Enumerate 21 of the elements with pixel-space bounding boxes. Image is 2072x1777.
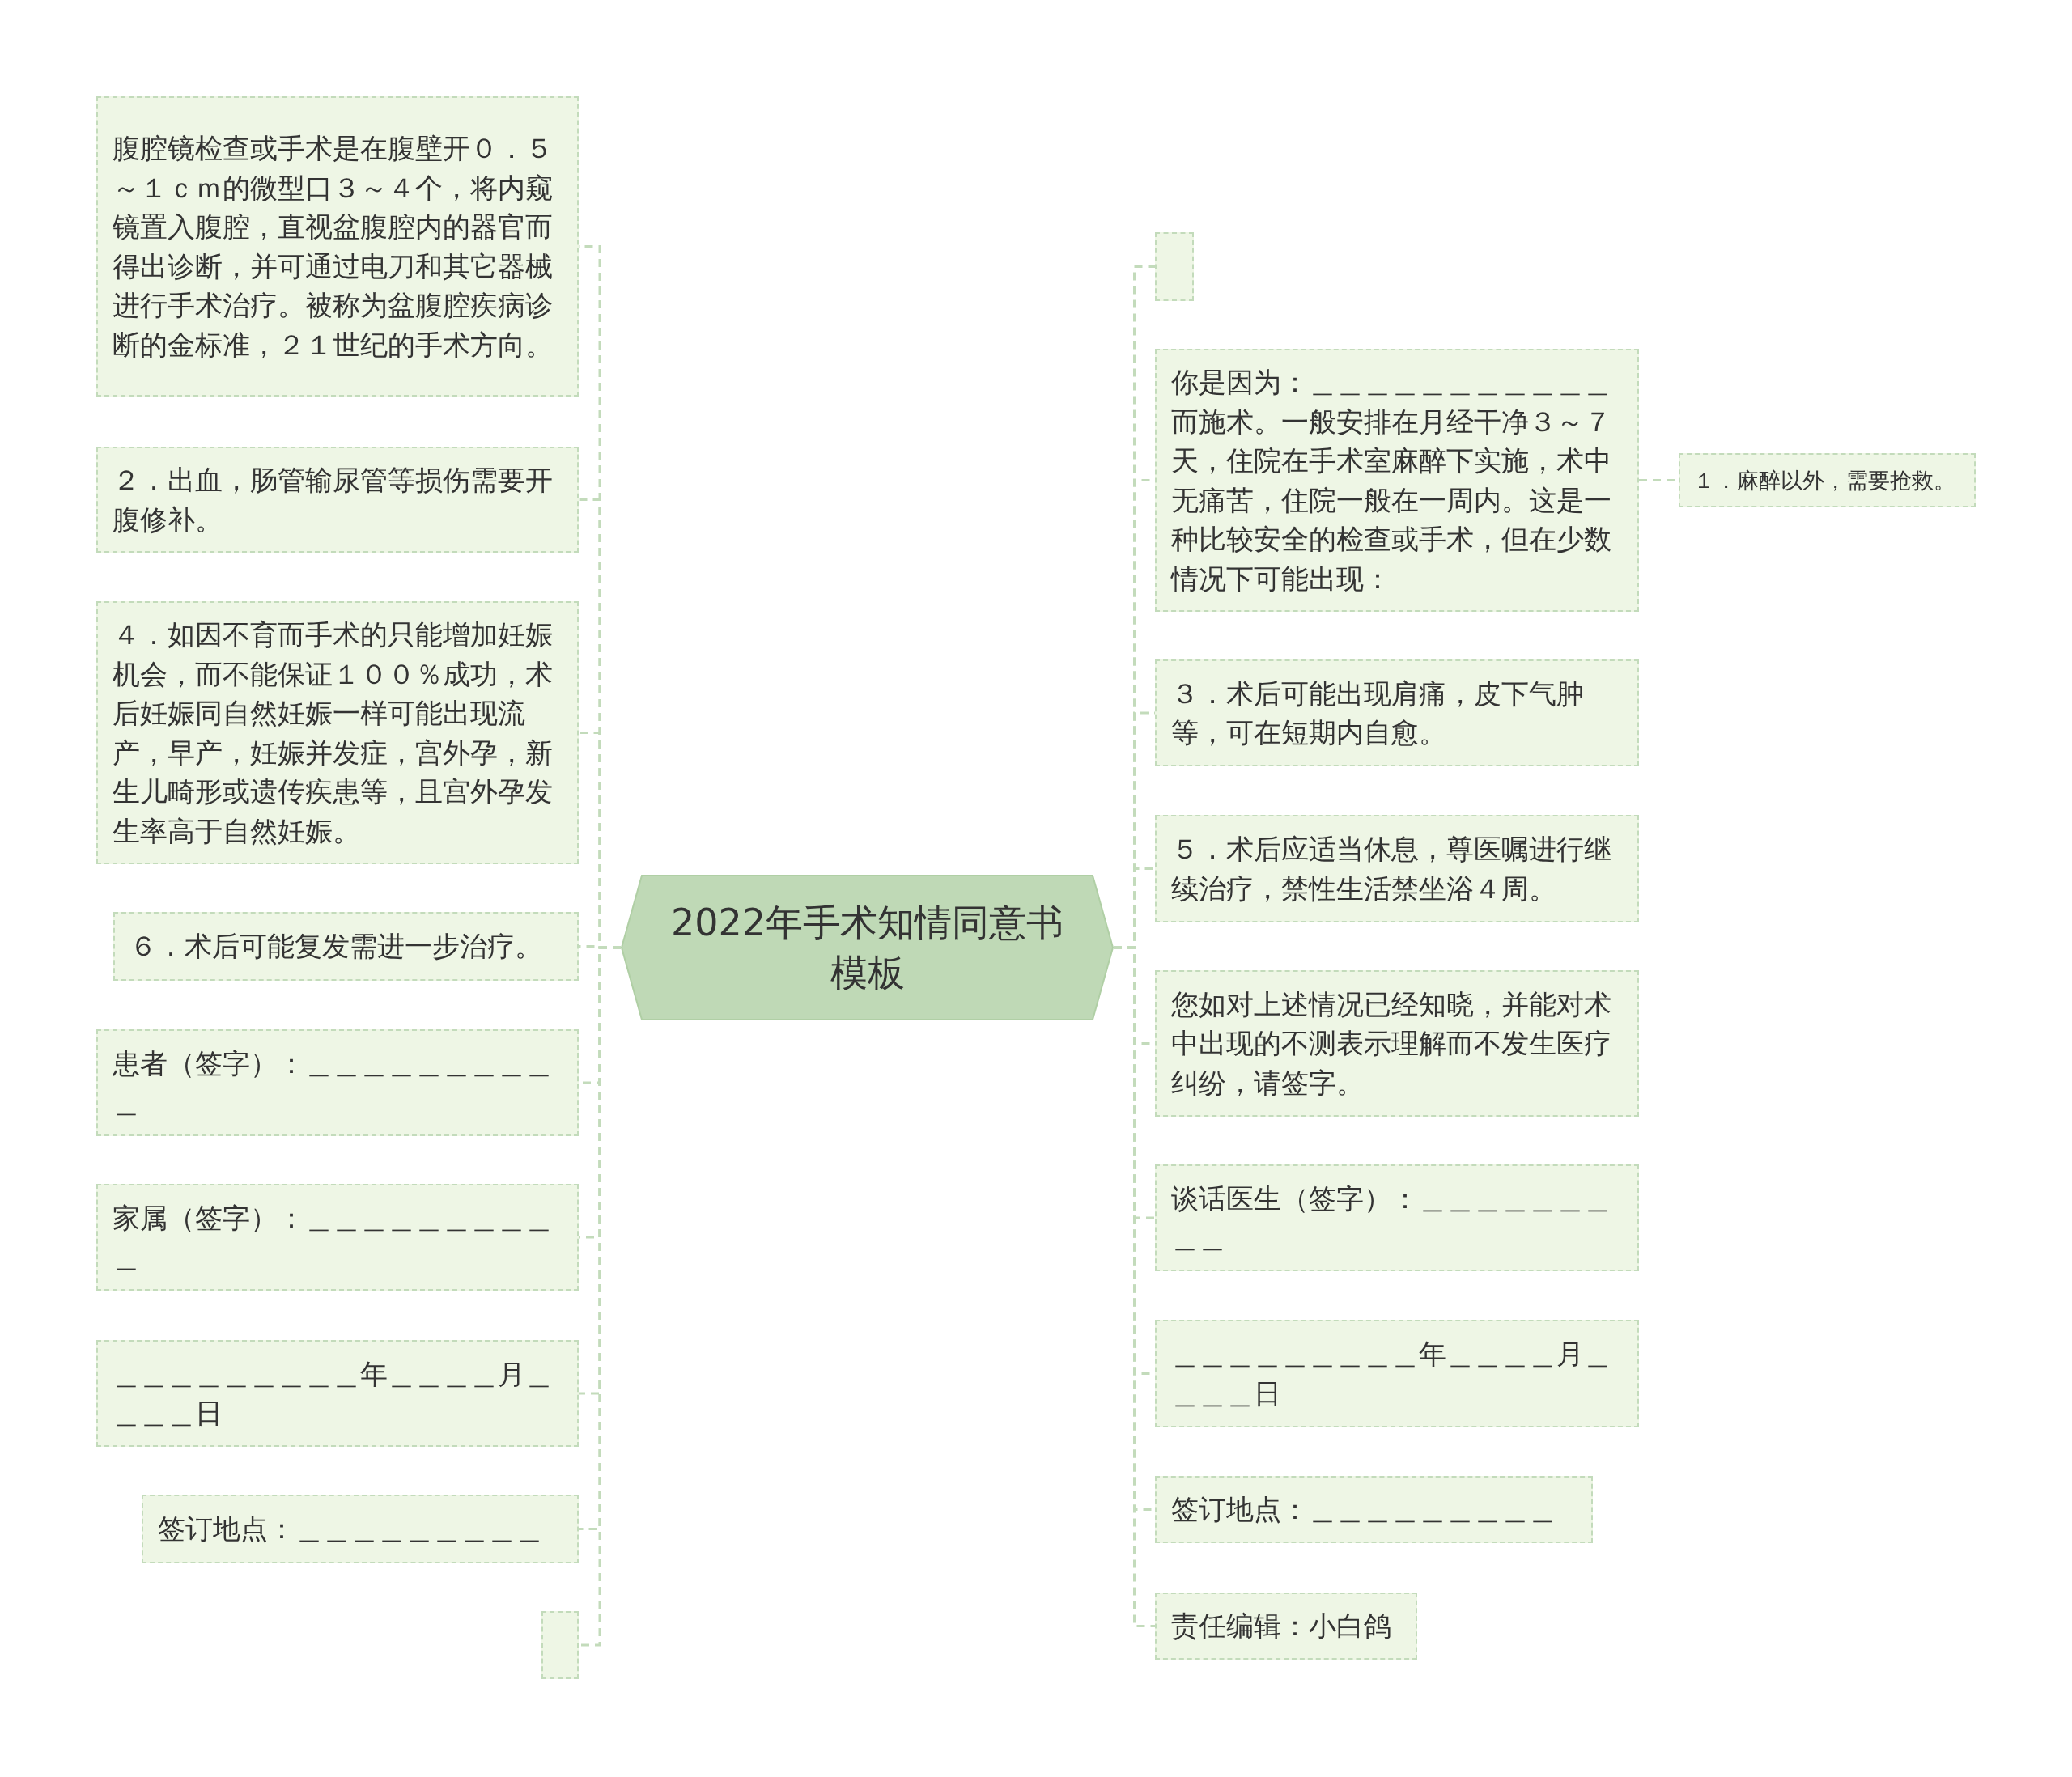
empty-box <box>1155 232 1194 301</box>
note-card: 谈话医生（签字）：＿＿＿＿＿＿＿＿＿ <box>1155 1164 1639 1271</box>
note-card: 签订地点：＿＿＿＿＿＿＿＿＿ <box>1155 1476 1593 1543</box>
note-card: 签订地点：＿＿＿＿＿＿＿＿＿ <box>142 1495 579 1563</box>
note-card: ＿＿＿＿＿＿＿＿＿年＿＿＿＿月＿＿＿＿日 <box>1155 1320 1639 1427</box>
note-card: ＿＿＿＿＿＿＿＿＿年＿＿＿＿月＿＿＿＿日 <box>96 1340 579 1447</box>
note-card: 责任编辑：小白鸽 <box>1155 1593 1417 1660</box>
note-card: 您如对上述情况已经知晓，并能对术中出现的不测表示理解而不发生医疗纠纷，请签字。 <box>1155 970 1639 1117</box>
note-card: 患者（签字）：＿＿＿＿＿＿＿＿＿＿ <box>96 1029 579 1136</box>
note-card: ５．术后应适当休息，尊医嘱进行继续治疗，禁性生活禁坐浴４周。 <box>1155 815 1639 922</box>
note-card: １．麻醉以外，需要抢救。 <box>1679 453 1976 507</box>
note-card: ６．术后可能复发需进一步治疗。 <box>113 912 579 981</box>
note-card: ４．如因不育而手术的只能增加妊娠机会，而不能保证１００％成功，术后妊娠同自然妊娠一样可能出现流产，早产，妊娠并发症，宫外孕，新生儿畸形或遗传疾患等，且宫外孕发生率高于自然妊娠。 <box>96 601 579 864</box>
note-card: ２．出血，肠管输尿管等损伤需要开腹修补。 <box>96 447 579 553</box>
topic-title: 2022年手术知情同意书模板 <box>669 900 1065 996</box>
topic-hexagon <box>621 875 1114 1020</box>
note-card: ３．术后可能出现肩痛，皮下气肿等，可在短期内自愈。 <box>1155 659 1639 766</box>
note-card: 腹腔镜检查或手术是在腹壁开０．５～１ｃｍ的微型口３～４个，将内窥镜置入腹腔，直视盆腹腔内的器官而得出诊断，并可通过电刀和其它器械进行手术治疗。被称为盆腹腔疾病诊断的金标准，２１世纪的手术方向。 <box>96 96 579 397</box>
empty-box <box>541 1611 579 1679</box>
note-card: 家属（签字）：＿＿＿＿＿＿＿＿＿＿ <box>96 1184 579 1291</box>
note-card: 你是因为：＿＿＿＿＿＿＿＿＿＿＿而施术。一般安排在月经干净３～７天，住院在手术室麻醉下实施，术中无痛苦，住院一般在一周内。这是一种比较安全的检查或手术，但在少数情况下可能出现： <box>1155 349 1639 612</box>
